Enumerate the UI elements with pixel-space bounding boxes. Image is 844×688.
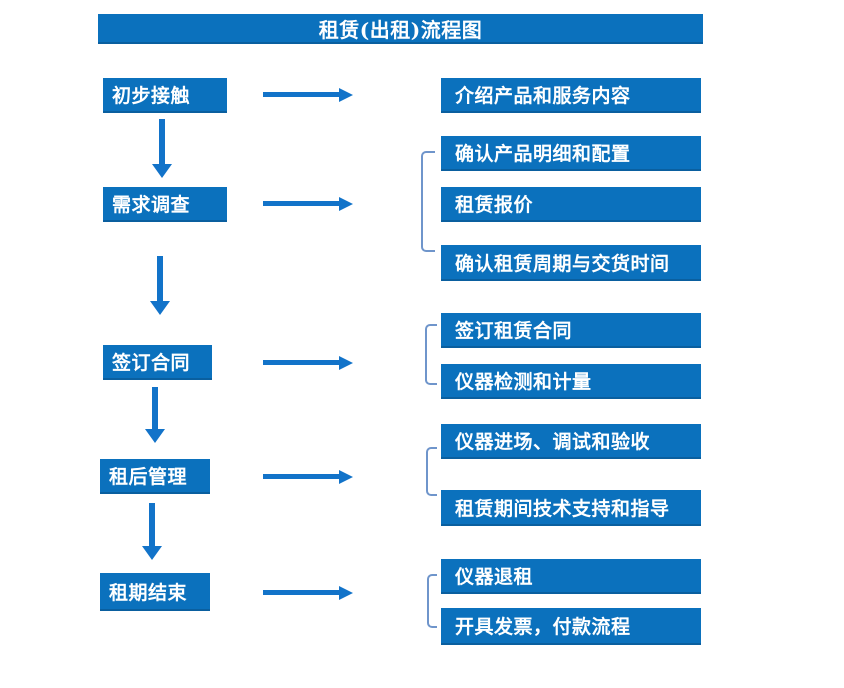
group-bracket-sign-contract: [425, 324, 437, 385]
detail-box-tech-support: 租赁期间技术支持和指导: [441, 490, 701, 526]
step-box-sign-contract: 签订合同: [103, 345, 212, 380]
group-bracket-rental-end: [427, 574, 437, 628]
detail-box-instrument-return: 仪器退租: [441, 559, 701, 594]
step-box-post-rental-management: 租后管理: [100, 459, 210, 494]
down-arrow-1: [159, 119, 165, 164]
detail-box-sign-rental-contract: 签订租赁合同: [441, 313, 701, 348]
right-arrow-5: [263, 590, 339, 595]
detail-box-invoice-payment: 开具发票，付款流程: [441, 608, 701, 645]
detail-box-rental-quote: 租赁报价: [441, 187, 701, 222]
detail-box-instrument-setup: 仪器进场、调试和验收: [441, 424, 701, 459]
right-arrow-4: [263, 474, 339, 479]
detail-box-instrument-inspection: 仪器检测和计量: [441, 364, 701, 399]
right-arrow-3: [263, 360, 339, 365]
diagram-title: 租赁(出租)流程图: [98, 14, 703, 44]
group-bracket-post-rental: [426, 447, 437, 496]
down-arrow-3: [152, 387, 158, 429]
step-box-demand-survey: 需求调查: [103, 187, 227, 222]
down-arrow-4: [149, 503, 155, 546]
step-box-rental-end: 租期结束: [100, 573, 210, 611]
right-arrow-2: [263, 201, 339, 206]
down-arrow-2: [157, 256, 163, 301]
detail-box-confirm-product-config: 确认产品明细和配置: [441, 136, 701, 171]
step-box-initial-contact: 初步接触: [103, 78, 227, 113]
right-arrow-1: [263, 92, 339, 97]
detail-box-confirm-period-delivery: 确认租赁周期与交货时间: [441, 245, 701, 281]
group-bracket-demand-survey: [421, 151, 435, 252]
detail-box-intro-products-services: 介绍产品和服务内容: [441, 78, 701, 113]
